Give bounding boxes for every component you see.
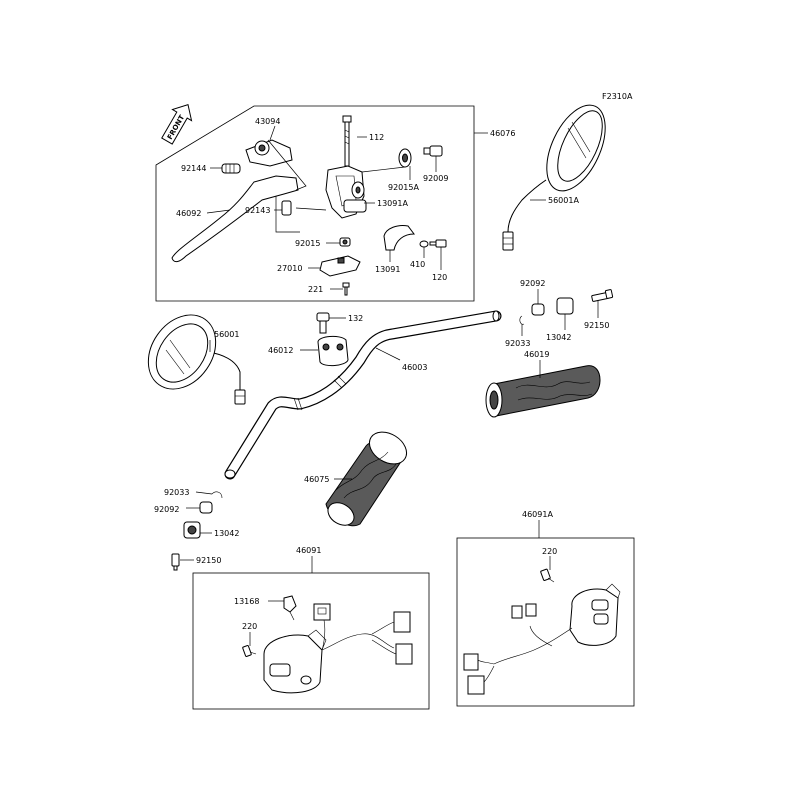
bolt-132 [316, 312, 330, 334]
part-label-220-r: 220 [542, 547, 557, 556]
screw-221 [342, 282, 350, 296]
part-label-221: 221 [308, 285, 323, 294]
part-label-132: 132 [348, 314, 363, 323]
collar-13091A [351, 181, 365, 199]
clamp-body [325, 165, 367, 219]
end-parts-right [519, 289, 614, 325]
switch-housing-46091 [263, 629, 327, 694]
switch-housing-46091A [569, 583, 621, 646]
nut-92015A [398, 148, 412, 168]
leader-lines-top [206, 125, 488, 290]
part-label-46012: 46012 [268, 346, 293, 355]
drawing-code: F2310A [602, 92, 633, 101]
part-label-92033-l: 92033 [164, 488, 189, 497]
part-label-46075: 46075 [304, 475, 329, 484]
screw-120 [429, 239, 447, 248]
part-label-112: 112 [369, 133, 384, 142]
switch-46091-box [192, 572, 430, 710]
lever-43094 [245, 139, 293, 167]
mirror-56001 [147, 314, 246, 405]
part-label-13091: 13091 [375, 265, 400, 274]
part-label-13091A: 13091A [377, 199, 408, 208]
part-label-92150-r: 92150 [584, 321, 609, 330]
bolt-112 [342, 115, 352, 167]
part-label-92015: 92015 [295, 239, 320, 248]
part-label-92143: 92143 [245, 206, 270, 215]
part-label-92144: 92144 [181, 164, 206, 173]
holder-13091 [383, 225, 415, 251]
screw-220-right [540, 568, 555, 583]
part-label-46092: 46092 [176, 209, 201, 218]
part-label-92009: 92009 [423, 174, 448, 183]
part-label-92150-l: 92150 [196, 556, 221, 565]
part-label-120: 120 [432, 273, 447, 282]
pivot-92143 [281, 200, 292, 216]
nut-92015 [339, 237, 351, 247]
lever-assembly-box [155, 105, 475, 302]
part-label-13168: 13168 [234, 597, 259, 606]
part-label-220-l: 220 [242, 622, 257, 631]
part-label-13042-r: 13042 [546, 333, 571, 342]
grip-46075 [325, 431, 408, 527]
leader-92033-l [195, 491, 213, 495]
part-label-56001A: 56001A [548, 196, 579, 205]
handlebar-46003 [224, 310, 502, 480]
harness-46091A [463, 603, 573, 695]
part-label-92092-r: 92092 [520, 279, 545, 288]
part-label-27010: 27010 [277, 264, 302, 273]
part-label-43094: 43094 [255, 117, 280, 126]
washer-410 [419, 240, 429, 248]
switch-27010 [319, 255, 361, 277]
clutch-lever-46092 [171, 175, 299, 263]
part-label-46003: 46003 [402, 363, 427, 372]
screw-220-left [242, 645, 257, 657]
part-label-46091A: 46091A [522, 510, 553, 519]
part-label-92033-r: 92033 [505, 339, 530, 348]
end-parts-left [171, 491, 223, 571]
part-label-46091: 46091 [296, 546, 321, 555]
bolt-92009 [423, 145, 443, 157]
part-label-92015A: 92015A [388, 183, 419, 192]
part-label-92092-l: 92092 [154, 505, 179, 514]
part-label-13042-l: 13042 [214, 529, 239, 538]
part-label-46076: 46076 [490, 129, 515, 138]
leader-46003 [375, 347, 401, 361]
part-13168 [283, 595, 297, 621]
part-label-56001: 56001 [214, 330, 239, 339]
spring-92144 [221, 163, 241, 174]
harness-46091 [313, 603, 413, 665]
front-arrow-icon: FRONT [161, 104, 193, 145]
holder-46012 [317, 335, 349, 367]
throttle-grip-46019 [485, 365, 601, 418]
part-label-46019: 46019 [524, 350, 549, 359]
switch-46091A-box [456, 537, 635, 707]
part-label-410: 410 [410, 260, 425, 269]
mirror-56001A [502, 104, 606, 251]
